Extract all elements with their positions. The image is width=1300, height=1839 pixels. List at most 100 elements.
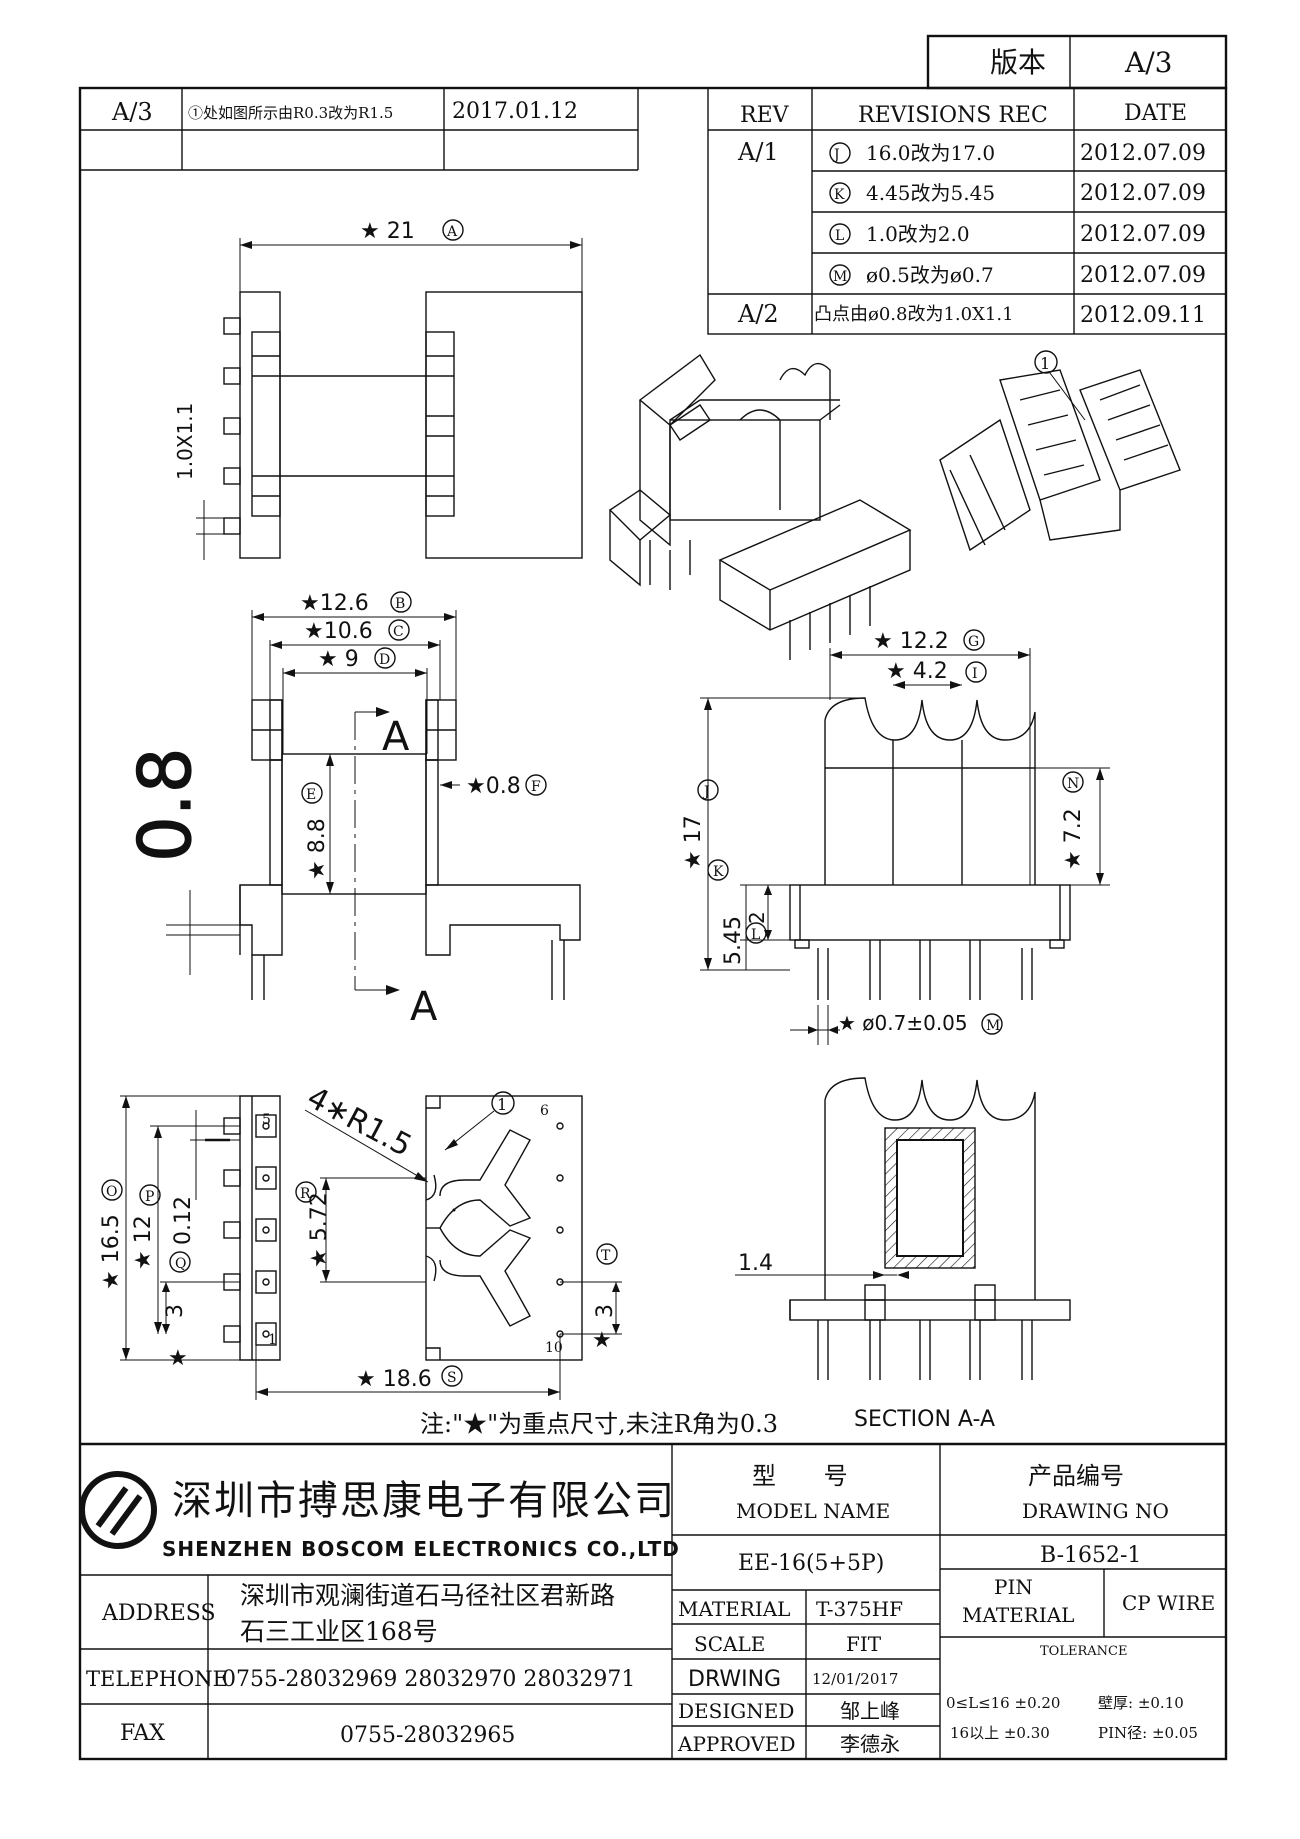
dim-pin-dia-mark: M [986, 1018, 1000, 1034]
telephone-value: 0755-28032969 28032970 28032971 [222, 1667, 635, 1692]
address-label: ADDRESS [101, 1601, 216, 1626]
dim-10.6-mark: C [393, 624, 404, 640]
tolerance-line2-a: 16以上 ±0.30 [950, 1724, 1050, 1742]
dim-17-mark: J [702, 784, 710, 800]
scale-value: FIT [846, 1632, 882, 1656]
dim-1.0x1.1: 1.0X1.1 [173, 403, 197, 480]
tolerance-line1-a: 0≤L≤16 ±0.20 [946, 1694, 1060, 1712]
pin-label-6: 6 [540, 1103, 549, 1119]
top-rev-text: ①处如图所示由R0.3改为R1.5 [188, 104, 393, 122]
section-a-a-view: 1.4 [735, 1077, 1071, 1380]
iso-circle-1: 1 [1040, 354, 1050, 373]
rev-text-3: ø0.5改为ø0.7 [866, 263, 994, 287]
front-view: ★12.6 B ★10.6 C ★ 9 D [122, 591, 581, 1030]
dim-12.2: ★ 12.2 [873, 629, 949, 654]
bottom-view: 5 1 6 10 4∗R1.5 1 O ★ 16.5 [99, 1080, 622, 1400]
dim-0.8: ★0.8 [466, 774, 521, 799]
rev-text-0: 16.0改为17.0 [866, 141, 995, 165]
dim-3-left-mark: Q [175, 1256, 186, 1272]
rev-date-0: 2012.07.09 [1080, 141, 1206, 166]
designed-value: 邹上峰 [840, 1699, 900, 1723]
version-label: 版本 [990, 46, 1046, 79]
tolerance-line2-b: PIN径: ±0.05 [1098, 1724, 1198, 1742]
material-value: T-375HF [816, 1597, 903, 1621]
rev-row-a1: A/1 [737, 138, 779, 166]
iso-view-bottom: 1 [939, 350, 1181, 552]
dim-18.6-mark: S [447, 1370, 457, 1386]
dim-1.4: 1.4 [738, 1251, 773, 1276]
address-line2: 石三工业区168号 [240, 1617, 438, 1646]
dim-12.2-mark: G [968, 634, 979, 650]
fax-value: 0755-28032965 [340, 1723, 515, 1748]
dim-12: ★ 12 [131, 1215, 156, 1270]
rev-date-1: 2012.07.09 [1080, 181, 1206, 206]
dim-5.45: 5.45 [721, 916, 746, 965]
scale-label: SCALE [694, 1632, 765, 1656]
dim-5.72-mark: R [300, 1186, 311, 1202]
designed-label: DESIGNED [678, 1699, 794, 1723]
company-name-en: SHENZHEN BOSCOM ELECTRONICS CO.,LTD [162, 1537, 680, 1561]
star-left: ★ [168, 1346, 188, 1371]
dim-17: ★ 17 [681, 815, 706, 870]
revisions-table: REV REVISIONS REC DATE A/1 J 16.0改为17.0 … [707, 87, 1227, 335]
model-name-cn: 型 号 [752, 1462, 868, 1490]
dim-0.8-mark: F [531, 779, 541, 795]
dim-4.2-mark: I [972, 666, 978, 682]
dim-8.8: ★ 8.8 [305, 818, 330, 880]
dim-0.8-big: 0.8 [123, 747, 207, 862]
section-a-a-label: SECTION A-A [854, 1407, 995, 1432]
dim-9: ★ 9 [318, 647, 359, 672]
top-rev-date: 2017.01.12 [452, 99, 578, 124]
model-name-en: MODEL NAME [736, 1499, 890, 1523]
rev-date-2: 2012.07.09 [1080, 222, 1206, 247]
section-mark-top: A [382, 714, 410, 760]
pin-material-value: CP WIRE [1122, 1591, 1215, 1615]
dim-10.6: ★10.6 [304, 619, 373, 644]
side-view: ★ 12.2 G ★ 4.2 I J ★ 17 [681, 629, 1110, 1045]
approved-value: 李德永 [840, 1732, 900, 1756]
rev-mark-l: L [835, 228, 844, 244]
rev-date-4: 2012.09.11 [1080, 303, 1206, 328]
pin-label-1: 1 [268, 1332, 277, 1348]
dim-12.6: ★12.6 [300, 591, 369, 616]
dim-8.8-mark: E [306, 787, 316, 803]
date-header: DATE [1124, 101, 1187, 126]
dim-2-mark: L [751, 927, 760, 943]
rev-text-2: 1.0改为2.0 [866, 222, 970, 246]
section-mark-bottom: A [410, 984, 438, 1030]
dim-5.45-mark: K [713, 864, 724, 880]
tolerance-line1-b: 壁厚: ±0.10 [1098, 1694, 1184, 1712]
title-block: 深圳市搏思康电子有限公司 SHENZHEN BOSCOM ELECTRONICS… [79, 1442, 1226, 1759]
company-name-cn: 深圳市搏思康电子有限公司 [172, 1478, 676, 1524]
dim-4.2: ★ 4.2 [886, 659, 948, 684]
rev-mark-m: M [833, 269, 847, 285]
dim-3-left: 3 [163, 1304, 188, 1318]
dim-18.6: ★ 18.6 [356, 1367, 432, 1392]
top-rev-id: A/3 [111, 98, 153, 126]
dim-0.12: 0.12 [171, 1196, 196, 1245]
pin-material-label-2: MATERIAL [962, 1603, 1074, 1627]
dim-7.2: ★ 7.2 [1061, 808, 1086, 870]
dim-21: ★ 21 [360, 219, 415, 244]
version-value: A/3 [1124, 46, 1172, 79]
rev-mark-j: J [832, 147, 840, 163]
tolerance-label: TOLERANCE [1040, 1644, 1127, 1659]
version-box: 版本 A/3 [926, 34, 1228, 90]
drawing-no-value: B-1652-1 [1040, 1543, 1141, 1568]
rev-text-4: 凸点由ø0.8改为1.0X1.1 [814, 304, 1014, 325]
pin-material-label-1: PIN [994, 1575, 1033, 1599]
dim-2: 2 [745, 911, 769, 924]
drwing-label: DRWING [688, 1667, 781, 1692]
dim-21-mark: A [446, 224, 458, 240]
model-name-value: EE-16(5+5P) [738, 1551, 884, 1576]
rev-header: REV [740, 103, 790, 128]
rec-header: REVISIONS REC [858, 103, 1048, 128]
rev-row-a2: A/2 [737, 300, 779, 328]
dim-3-right: 3 [593, 1304, 618, 1318]
dim-4xR1.5: 4∗R1.5 [301, 1080, 417, 1164]
dim-7.2-mark: N [1067, 776, 1079, 792]
dim-pin-dia: ★ ø0.7±0.05 [838, 1011, 968, 1035]
dim-9-mark: D [379, 652, 390, 668]
fax-label: FAX [120, 1721, 165, 1746]
